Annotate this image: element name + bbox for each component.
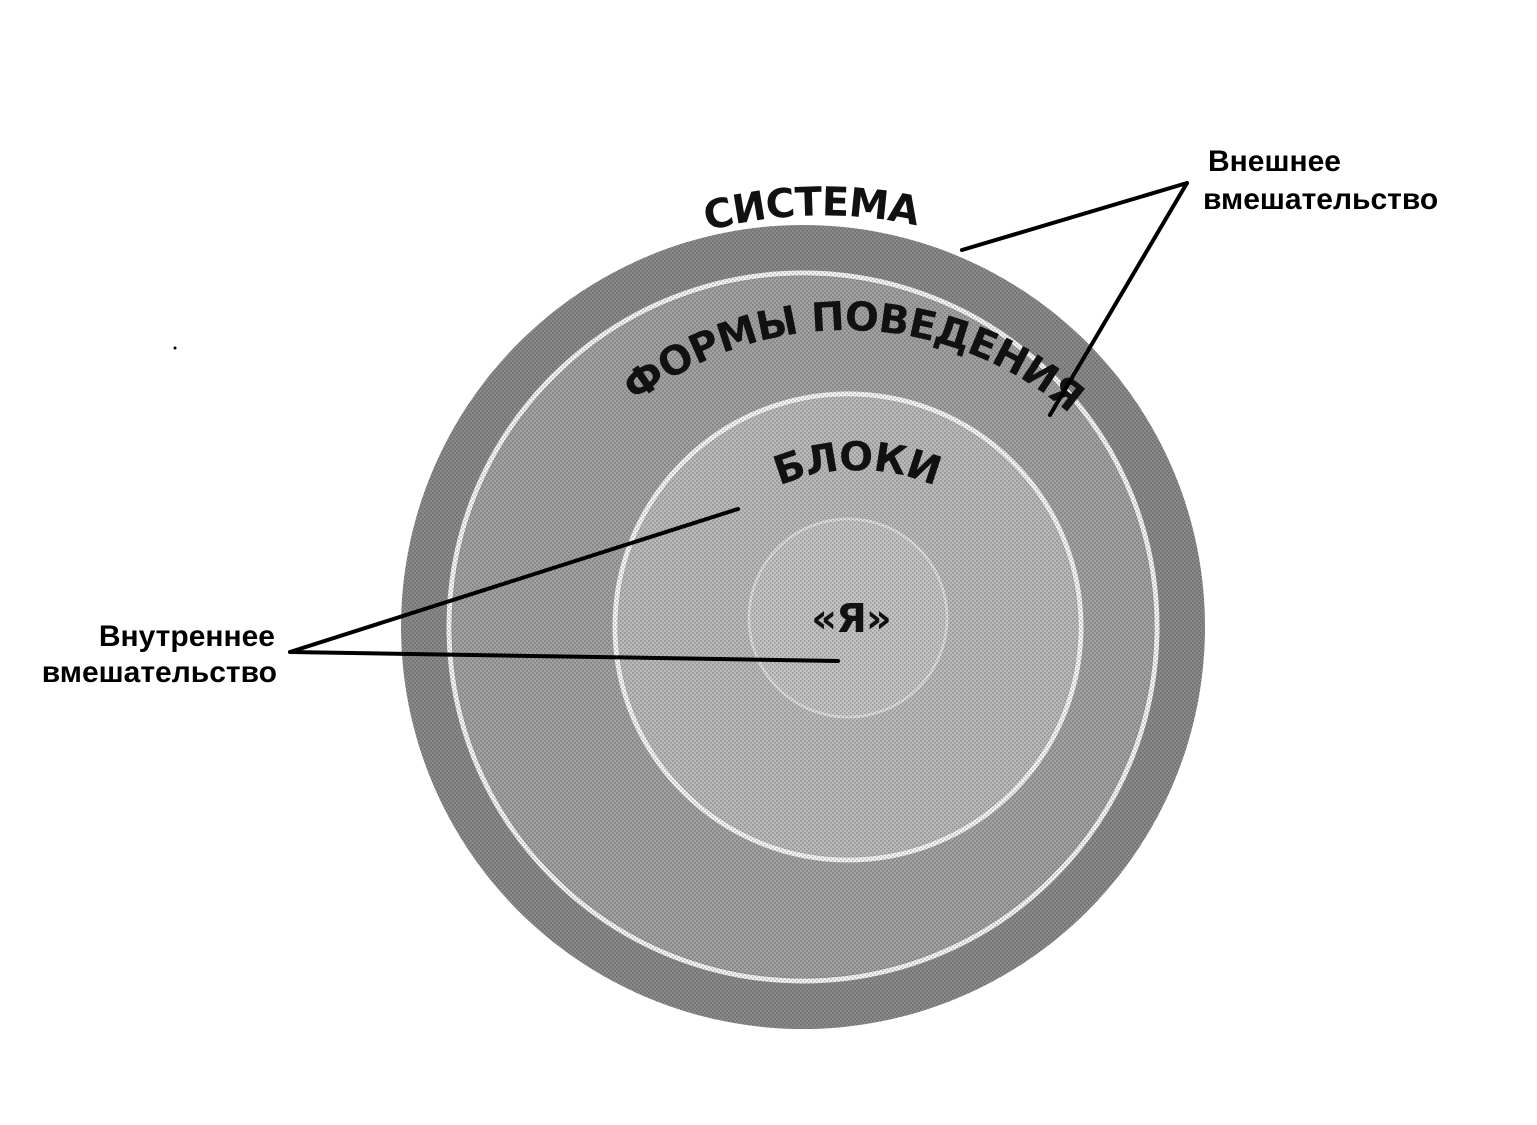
internal-callout-line1: Внутреннее	[99, 620, 275, 653]
internal-line-to-blocks	[288, 507, 740, 654]
external-callout-line1: Внешнее	[1208, 145, 1341, 178]
external-line-to-system	[960, 181, 1189, 252]
internal-callout-lines	[288, 507, 840, 663]
internal-callout-line2: вмешательство	[42, 656, 277, 689]
stray-dot	[173, 346, 177, 350]
external-callout-line2: вмешательство	[1203, 183, 1438, 216]
rings-group	[401, 225, 1205, 1029]
label-self: «Я»	[811, 596, 890, 642]
internal-line-to-self	[288, 650, 840, 663]
external-line-to-behavior	[1048, 181, 1189, 417]
external-callout-lines	[960, 181, 1189, 417]
halftone-texture	[401, 225, 1205, 1029]
